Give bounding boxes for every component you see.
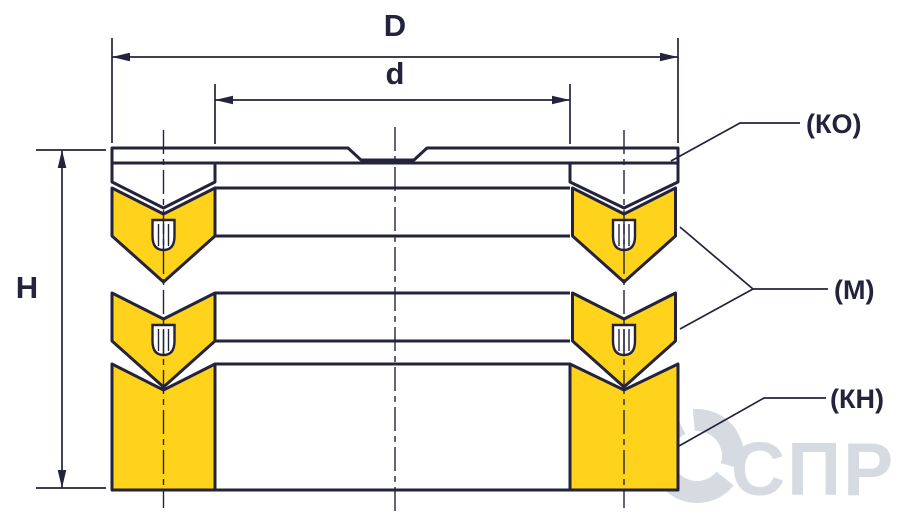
watermark: СПР xyxy=(650,409,895,511)
leader-line-m-lower xyxy=(679,288,754,330)
dim-label-D: D xyxy=(384,8,406,43)
drawing-group: D d H (КО) (М) (КН) xyxy=(16,8,884,512)
label-m: (М) xyxy=(834,275,874,305)
leader-line-ko xyxy=(670,122,800,162)
watermark-text: СПР xyxy=(731,427,895,511)
label-ko: (КО) xyxy=(806,109,861,139)
dim-label-H: H xyxy=(16,270,38,305)
leader-line-m-upper xyxy=(679,226,828,290)
dim-label-d: d xyxy=(386,56,405,91)
label-kh: (КН) xyxy=(830,384,884,414)
leader-line-kh xyxy=(678,397,826,447)
